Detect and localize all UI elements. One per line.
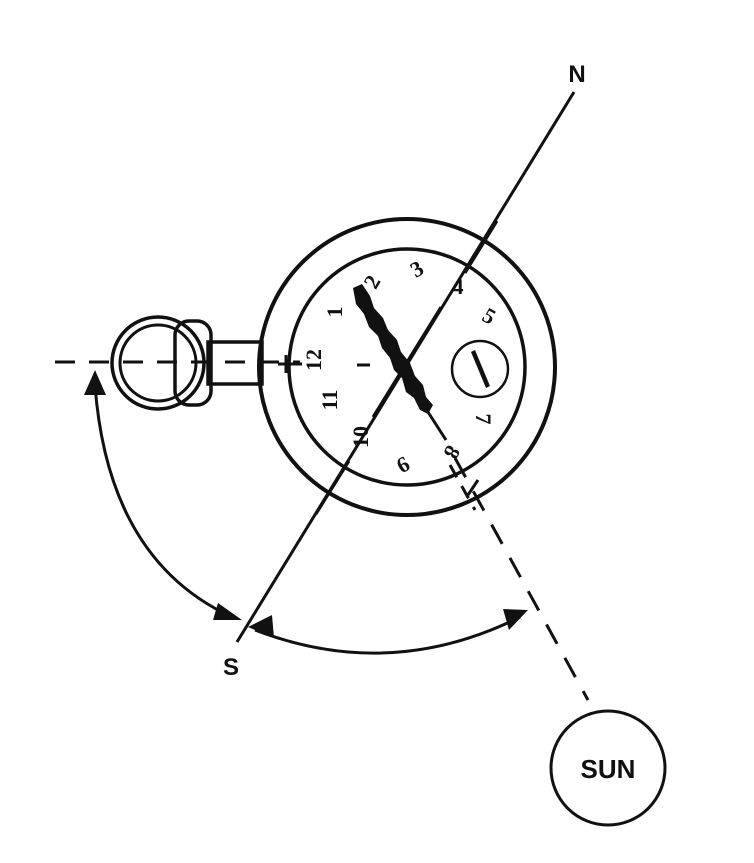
numeral-7: 7 bbox=[471, 414, 496, 425]
bezel-tick-8 bbox=[466, 479, 480, 496]
numeral-9: 9 bbox=[392, 452, 414, 479]
south-line-bezel-segment bbox=[314, 460, 351, 515]
numeral-12: 12 bbox=[301, 349, 326, 371]
south-label: S bbox=[223, 654, 239, 681]
bottom-angle-arc bbox=[248, 609, 528, 655]
left-angle-arc bbox=[84, 370, 242, 620]
sun-line-bezel-segment bbox=[448, 464, 477, 511]
north-line-bezel-segment bbox=[463, 220, 499, 274]
watch-outer-case bbox=[257, 217, 557, 517]
numeral-1: 1 bbox=[322, 307, 347, 318]
arrowhead-left-icon bbox=[248, 615, 274, 638]
watch-dial bbox=[287, 247, 527, 487]
arrowhead-up-icon bbox=[84, 370, 106, 395]
arrowhead-down-icon bbox=[213, 603, 242, 620]
sun-icon: SUN bbox=[549, 709, 667, 827]
numeral-3: 3 bbox=[406, 255, 428, 282]
seconds-subdial bbox=[450, 339, 510, 399]
sun-label: SUN bbox=[581, 754, 636, 784]
sun-direction-line bbox=[453, 457, 590, 701]
numeral-11: 11 bbox=[317, 390, 342, 411]
north-label: N bbox=[568, 61, 585, 88]
numeral-10: 10 bbox=[348, 426, 373, 448]
numeral-4: 4 bbox=[453, 274, 464, 299]
seconds-hand bbox=[471, 350, 490, 388]
numeral-5: 5 bbox=[478, 302, 500, 329]
arrowhead-right-icon bbox=[503, 609, 528, 630]
numeral-8: 8 bbox=[439, 441, 466, 463]
hour-hand bbox=[353, 284, 448, 441]
